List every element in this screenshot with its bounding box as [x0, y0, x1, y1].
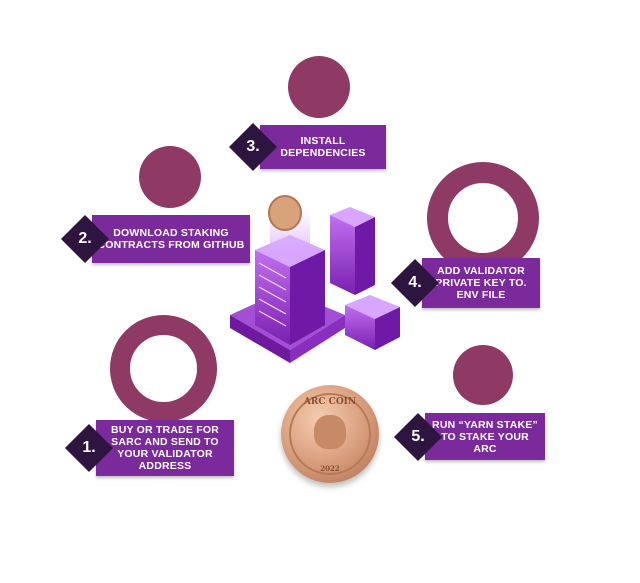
step-4-number-badge: 4.	[390, 258, 440, 308]
step-1-number-badge: 1.	[64, 423, 114, 473]
step-2-label: DOWNLOAD STAKING CONTRACTS FROM GITHUB	[92, 215, 250, 263]
step-5-label: RUN “YARN STAKE” TO STAKE YOUR ARC	[425, 413, 545, 460]
step-1-label: BUY OR TRADE FOR SARC AND SEND TO YOUR V…	[96, 420, 234, 476]
step-4: 4. ADD VALIDATOR PRIVATE KEY TO. ENV FIL…	[390, 258, 540, 308]
step-3-number-badge: 3.	[228, 122, 278, 172]
decor-ring-left	[110, 315, 217, 422]
coin-bottom-text: 2022	[320, 464, 340, 473]
decor-circle-right	[453, 345, 513, 405]
step-3: 3. INSTALL DEPENDENCIES	[228, 122, 386, 172]
step-4-label: ADD VALIDATOR PRIVATE KEY TO. ENV FILE	[422, 258, 540, 308]
decor-circle-top	[288, 56, 350, 118]
buildings-illustration	[230, 195, 400, 363]
step-5-number: 5.	[411, 427, 425, 445]
step-5: 5. RUN “YARN STAKE” TO STAKE YOUR ARC	[393, 412, 545, 461]
step-2-number: 2.	[78, 230, 92, 247]
arc-coin: ARC COIN 2022	[281, 385, 379, 483]
step-2: 2. DOWNLOAD STAKING CONTRACTS FROM GITHU…	[60, 214, 250, 264]
coin-top-text: ARC COIN	[303, 397, 357, 407]
step-3-number: 3.	[246, 138, 260, 155]
decor-circle-left	[139, 146, 201, 208]
step-1: 1. BUY OR TRADE FOR SARC AND SEND TO YOU…	[64, 420, 234, 476]
step-5-number-badge: 5.	[393, 412, 443, 461]
step-4-number: 4.	[408, 274, 422, 291]
step-3-label: INSTALL DEPENDENCIES	[260, 125, 386, 169]
step-2-number-badge: 2.	[60, 214, 110, 264]
coin-dog-emblem	[314, 415, 346, 449]
step-1-number: 1.	[82, 439, 96, 456]
